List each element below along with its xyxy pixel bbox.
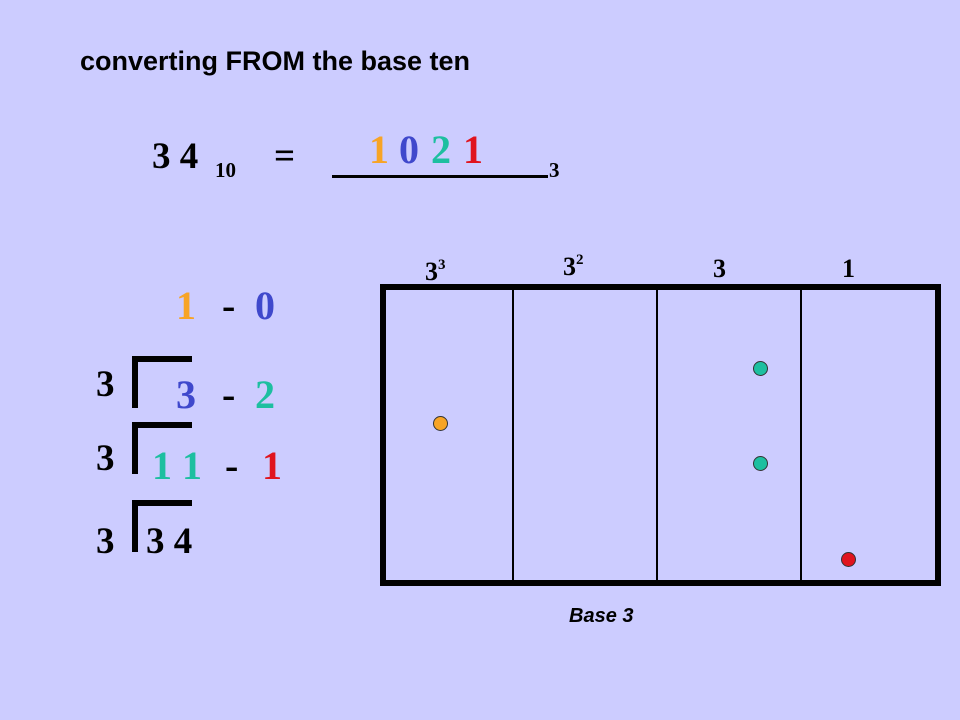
column-divider <box>656 290 658 580</box>
place-label-1: 1 <box>842 254 855 283</box>
column-divider <box>512 290 514 580</box>
dash: - <box>222 372 236 417</box>
page-title: converting FROM the base ten <box>80 46 471 76</box>
equals-sign: = <box>274 136 296 177</box>
counter-dot-teal <box>753 456 768 471</box>
division-bracket <box>132 356 192 408</box>
counter-dot-teal <box>753 361 768 376</box>
quotient-step1: 3 <box>176 372 196 417</box>
final-quotient: 1 <box>176 283 196 328</box>
place-label-3: 3 <box>713 254 726 283</box>
place-value-box <box>380 284 941 586</box>
quotient-step2: 1 1 <box>152 443 202 488</box>
division-bracket <box>132 422 192 474</box>
remainder-0: 0 <box>255 283 275 328</box>
dash: - <box>222 283 236 328</box>
remainder-1: 1 <box>262 443 282 488</box>
divisor: 3 <box>96 438 115 479</box>
dividend: 3 4 <box>146 521 193 562</box>
place-label-9: 32 <box>563 252 584 281</box>
dash: - <box>225 443 239 488</box>
base-caption: Base 3 <box>569 605 634 627</box>
answer-blank-line <box>332 175 548 178</box>
counter-dot-orange <box>433 416 448 431</box>
counter-dot-red <box>841 552 856 567</box>
result-digit-4: 1 <box>463 127 483 172</box>
decimal-number: 3 4 <box>152 136 199 177</box>
source-base-subscript: 10 <box>215 158 236 182</box>
target-base-subscript: 3 <box>549 158 560 182</box>
result-digit-2: 0 <box>399 127 419 172</box>
divisor: 3 <box>96 364 115 405</box>
division-bracket <box>132 500 192 552</box>
place-label-27: 33 <box>425 257 446 286</box>
result-digit-3: 2 <box>431 127 451 172</box>
divisor: 3 <box>96 521 115 562</box>
remainder-2: 2 <box>255 372 275 417</box>
column-divider <box>800 290 802 580</box>
result-digit-1: 1 <box>369 127 389 172</box>
